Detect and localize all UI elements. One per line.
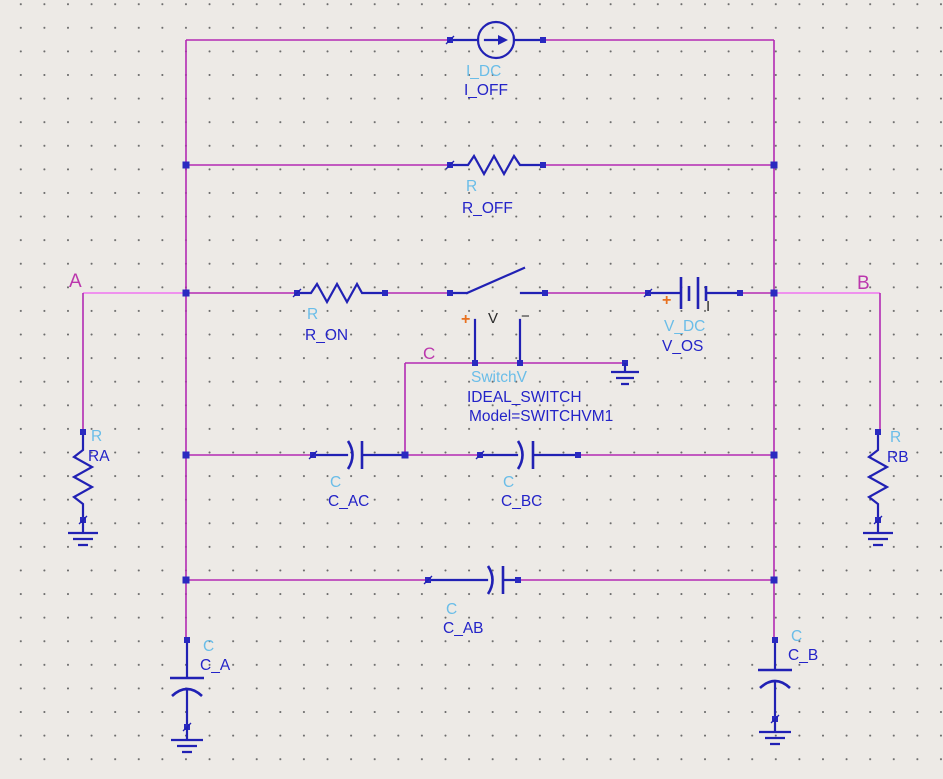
ground-icon — [171, 727, 203, 754]
instance-name-label[interactable]: V_OS — [662, 338, 703, 355]
component-ra[interactable]: R RA — [68, 428, 110, 547]
ground-icon — [863, 520, 893, 547]
current-source-arrow-icon — [498, 35, 508, 45]
instance-id-label[interactable]: V_DC — [664, 318, 705, 335]
ground-switch[interactable] — [611, 360, 639, 386]
resistor-body — [71, 430, 95, 522]
junction-dot — [770, 451, 778, 459]
instance-name-label[interactable]: R_ON — [305, 327, 348, 344]
instance-id-label[interactable]: R — [91, 428, 102, 445]
instance-name-label[interactable]: IDEAL_SWITCH — [467, 389, 582, 406]
junction-dot — [182, 451, 190, 459]
instance-id-label[interactable]: C — [330, 474, 341, 491]
pin-square — [517, 360, 523, 366]
instance-name-label[interactable]: C_B — [788, 647, 818, 664]
pin-tick — [475, 450, 485, 460]
pin-square — [80, 429, 86, 435]
instance-id-label[interactable]: C — [791, 628, 802, 645]
instance-id-label[interactable]: SwitchV — [471, 369, 528, 386]
instance-id-label[interactable]: R — [890, 429, 901, 446]
battery-minus-mark: I — [706, 298, 710, 315]
current-source-circle — [476, 20, 516, 60]
instance-name-label[interactable]: C_BC — [501, 493, 542, 510]
instance-name-label[interactable]: RA — [88, 448, 110, 465]
instance-id-label[interactable]: C — [446, 601, 457, 618]
capacitor-curved-plate — [486, 565, 494, 595]
instance-id-label[interactable]: I_DC — [466, 63, 501, 80]
junction-dot — [182, 576, 190, 584]
resistor-body — [448, 153, 545, 177]
instance-name-label[interactable]: C_AC — [328, 493, 369, 510]
pin-square — [772, 637, 778, 643]
node-label-a[interactable]: A — [69, 271, 82, 292]
switch-v-mark: V — [488, 310, 498, 327]
instance-name-label[interactable]: C_A — [200, 657, 231, 674]
pin-square — [184, 637, 190, 643]
component-switchv[interactable]: + V − SwitchV IDEAL_SWITCH Model=SWITCHV… — [447, 266, 613, 425]
switch-plus-mark: + — [461, 311, 470, 328]
node-label-c[interactable]: C — [423, 344, 435, 363]
component-c-a[interactable]: C C_A — [170, 637, 231, 754]
switch-minus-mark: − — [521, 308, 530, 325]
instance-id-label[interactable]: C — [503, 474, 514, 491]
junction-dot — [182, 289, 190, 297]
junction-dot — [770, 576, 778, 584]
pin-tick — [308, 450, 318, 460]
capacitor-curved-plate — [346, 440, 354, 470]
ground-icon — [68, 520, 98, 547]
pin-square — [575, 452, 581, 458]
pin-square — [515, 577, 521, 583]
component-c-bc[interactable]: C C_BC — [475, 440, 581, 510]
component-c-b[interactable]: C C_B — [758, 628, 818, 746]
instance-name-label[interactable]: R_OFF — [462, 200, 513, 217]
junction-dot — [770, 289, 778, 297]
ground-icon — [759, 719, 791, 746]
pin-square — [542, 290, 548, 296]
junction-dot — [401, 451, 409, 459]
net-wires — [82, 39, 881, 640]
component-i-off[interactable]: I_DC I_OFF — [445, 20, 546, 99]
battery-plus-mark: + — [662, 292, 671, 309]
pin-square — [382, 290, 388, 296]
pin-square — [540, 162, 546, 168]
instance-name-label[interactable]: RB — [887, 449, 909, 466]
pin-tick — [423, 575, 433, 585]
instance-name-label[interactable]: I_OFF — [464, 82, 508, 99]
component-c-ac[interactable]: C C_AC — [308, 440, 407, 510]
pin-square — [540, 37, 546, 43]
pin-tick — [445, 160, 455, 170]
component-v-os[interactable]: + I V_DC V_OS — [643, 277, 743, 355]
pin-square — [737, 290, 743, 296]
instance-model-label[interactable]: Model=SWITCHVM1 — [469, 408, 613, 425]
pin-square — [472, 360, 478, 366]
battery-short-plates — [687, 286, 708, 301]
component-r-on[interactable]: R R_ON — [292, 281, 388, 344]
instance-id-label[interactable]: R — [466, 178, 477, 195]
instance-name-label[interactable]: C_AB — [443, 620, 484, 637]
ground-icon — [611, 363, 639, 386]
pin-square — [447, 290, 453, 296]
instance-id-label[interactable]: R — [307, 306, 318, 323]
switch-contact — [448, 266, 547, 295]
resistor-body — [295, 281, 387, 305]
junction-dot — [770, 161, 778, 169]
pin-tick — [643, 288, 653, 298]
junction-dot — [182, 161, 190, 169]
battery-long-plates — [679, 277, 700, 309]
instance-id-label[interactable]: C — [203, 638, 214, 655]
resistor-body — [866, 430, 890, 522]
component-c-ab[interactable]: C C_AB — [423, 565, 521, 637]
component-rb[interactable]: R RB — [863, 429, 909, 547]
component-r-off[interactable]: R R_OFF — [445, 153, 546, 217]
junction-dots — [182, 161, 778, 584]
switch-control-pins — [473, 318, 522, 365]
node-label-b[interactable]: B — [857, 273, 870, 294]
pin-tick — [445, 35, 455, 45]
capacitor-curved-plate — [516, 440, 524, 470]
pin-tick — [292, 288, 302, 298]
pin-square — [875, 429, 881, 435]
